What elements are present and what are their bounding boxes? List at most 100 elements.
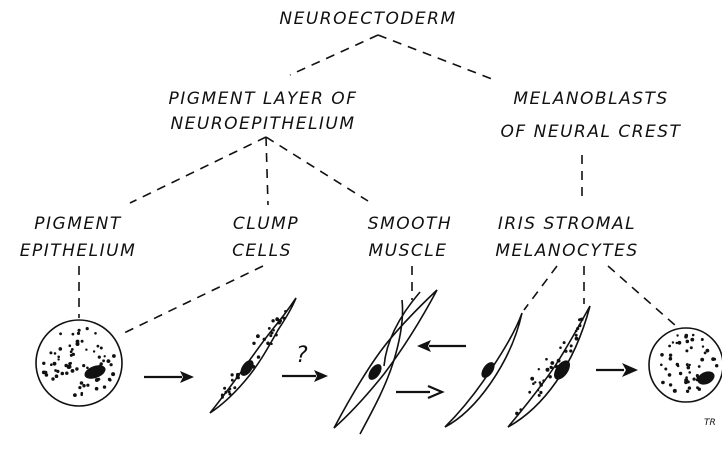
pigment-granule (687, 366, 691, 370)
pigment-granule (78, 329, 81, 332)
label-clump-cells-line1: CLUMP (233, 214, 299, 234)
pigment-granule (689, 364, 691, 366)
pigment-granule (538, 368, 540, 370)
connector-melanocyte-left (524, 266, 557, 310)
pigment-granule (50, 363, 53, 366)
pigment-granule (95, 387, 99, 391)
pigment-granule (86, 384, 89, 387)
pigment-granule (696, 386, 699, 389)
pigment-granule (71, 369, 75, 373)
pigment-granule (72, 333, 75, 336)
label-pigment-epithelium-line2: EPITHELIUM (20, 241, 137, 261)
label-melanoblasts-line1: MELANOBLASTS (513, 89, 668, 109)
pigment-granule (519, 408, 522, 411)
pigment-granule (677, 365, 680, 368)
pigment-granule (664, 368, 667, 371)
pigment-granule (86, 367, 89, 370)
pigment-granule (104, 355, 106, 357)
pigment-granule (97, 345, 100, 348)
arrow-pigment-to-clump (144, 371, 194, 383)
pigment-granule (109, 379, 112, 382)
rounded-melanocyte-cell (649, 328, 722, 402)
pigment-granule (702, 345, 704, 347)
pigment-granule (270, 343, 272, 345)
pigment-granule (530, 377, 534, 381)
connector-root-melanoblasts (378, 35, 492, 79)
pigment-granule (661, 381, 665, 385)
pigment-granule (86, 327, 89, 330)
pigment-granule (538, 394, 541, 397)
pigment-granule (71, 348, 74, 351)
pigment-granule (537, 389, 539, 391)
pigment-granule (685, 334, 689, 338)
pigment-granule (669, 354, 672, 357)
pigment-granule (563, 341, 566, 344)
pigment-granule (692, 334, 695, 337)
pigment-granule (268, 327, 271, 330)
pigment-granule (75, 367, 78, 370)
pigment-granule (82, 384, 85, 387)
pigment-granule (233, 386, 236, 389)
pigment-granule (85, 349, 87, 351)
pigment-granule (266, 342, 270, 346)
pigment-granule (64, 364, 68, 368)
pigment-granule (532, 382, 535, 385)
melanocyte-transition-cell (445, 313, 522, 427)
connector-melanocyte-right (608, 266, 676, 326)
pigment-granule (515, 412, 519, 416)
pigment-granule (57, 358, 59, 360)
pigment-granule (73, 393, 77, 397)
pigment-granule (68, 365, 72, 369)
nucleus (83, 363, 108, 382)
nucleus (695, 369, 716, 387)
pigment-granule (546, 368, 550, 372)
pigment-granule (693, 378, 696, 381)
label-pigment-layer-line1: PIGMENT LAYER OF (169, 89, 358, 109)
pigment-granule (56, 370, 59, 373)
pigment-epithelium-cell (36, 320, 122, 406)
pigment-granule (54, 352, 57, 355)
pigment-granule (713, 358, 716, 361)
pigment-granule (690, 346, 693, 349)
pigment-granule (704, 352, 707, 355)
arrow-clump-to-smooth (282, 370, 328, 382)
pigment-granule (102, 359, 105, 362)
pigment-granule (82, 364, 85, 367)
pigment-granule (78, 386, 81, 389)
pigment-granule (686, 390, 689, 393)
pigment-granule (61, 372, 65, 376)
pigment-granule (110, 363, 113, 366)
pigment-granule (53, 362, 57, 366)
pigment-granule (673, 389, 677, 393)
pigment-granule (98, 356, 101, 359)
pigment-granules (660, 334, 718, 393)
label-clump-cells-line2: CELLS (232, 241, 292, 261)
pigment-granules (42, 327, 116, 397)
pigment-granule (575, 337, 579, 341)
label-smooth-muscle-line2: MUSCLE (369, 241, 448, 261)
pigment-granule (578, 318, 581, 321)
pigment-granule (223, 387, 226, 390)
pigment-granule (668, 373, 672, 377)
pigment-granules (515, 318, 584, 416)
pigment-granule (559, 346, 562, 349)
pigment-granule (660, 353, 664, 357)
arrow-melanocyte-to-rounded (596, 363, 638, 377)
connectors (79, 35, 676, 333)
pigment-granule (256, 334, 260, 338)
label-pigment-epithelium-line1: PIGMENT (34, 214, 122, 234)
pigment-granule (669, 357, 673, 361)
pigment-granule (69, 344, 72, 347)
pigment-granule (76, 340, 80, 344)
pigment-granule (678, 341, 682, 345)
label-iris-stromal-line2: MELANOCYTES (495, 241, 638, 261)
pigment-granule (231, 373, 234, 376)
pigment-granule (59, 332, 62, 335)
pigment-granule (542, 379, 545, 382)
pigment-granule (685, 349, 688, 352)
pigment-granule (221, 396, 224, 399)
pigment-granule (111, 372, 115, 376)
pigment-granule (70, 354, 73, 357)
label-pigment-layer-line2: NEUROEPITHELIUM (170, 114, 355, 134)
pigment-granule (668, 345, 671, 348)
